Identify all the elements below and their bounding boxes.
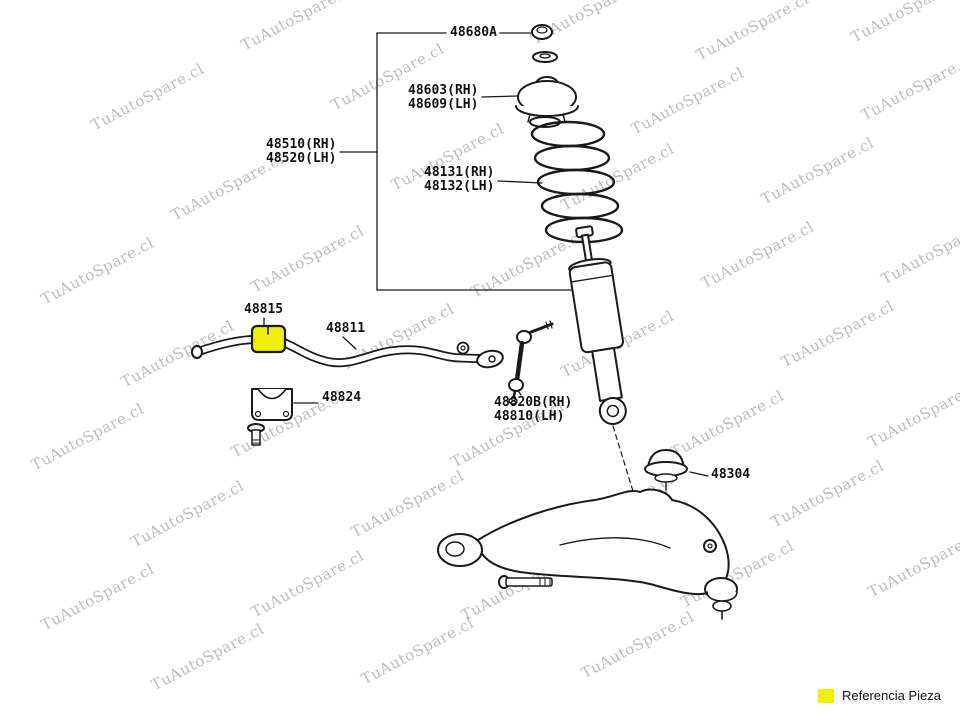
coil-spring <box>530 120 624 244</box>
part-label-48609: 48609(LH) <box>408 97 479 112</box>
legend-swatch <box>818 688 834 703</box>
legend: Referencia Pieza <box>818 688 941 703</box>
part-label-48510: 48510(RH) <box>266 137 337 152</box>
top-nut-washer <box>531 24 558 63</box>
part-label-48132: 48132(LH) <box>424 179 495 194</box>
part-label-48811: 48811 <box>326 321 366 336</box>
part-label-48131-48132: 48131(RH) 48132(LH) <box>424 166 494 194</box>
part-label-48815: 48815 <box>244 302 284 317</box>
part-label-48131: 48131(RH) <box>424 165 495 180</box>
part-label-48510-48520: 48510(RH) 48520(LH) <box>266 138 336 166</box>
part-label-48603-48609: 48603(RH) 48609(LH) <box>408 84 478 112</box>
strut-mount <box>515 76 579 128</box>
legend-label: Referencia Pieza <box>842 688 941 703</box>
part-label-48520: 48520(LH) <box>266 151 337 166</box>
stabilizer-link <box>508 320 554 405</box>
stabilizer-bushing-highlight <box>250 324 287 354</box>
lower-control-arm <box>437 488 738 620</box>
part-label-48603: 48603(RH) <box>408 83 479 98</box>
leader-lines <box>263 32 709 477</box>
part-label-48304: 48304 <box>711 467 751 482</box>
part-label-48680A: 48680A <box>450 25 497 40</box>
part-label-48820B: 48820B(RH) <box>494 395 573 410</box>
shock-absorber <box>568 225 627 425</box>
bump-stop <box>644 449 688 491</box>
stabilizer-bar <box>191 334 504 369</box>
part-label-48820B-48810: 48820B(RH) 48810(LH) <box>494 396 572 424</box>
part-label-48810: 48810(LH) <box>494 409 565 424</box>
part-label-48824: 48824 <box>322 390 362 405</box>
legend-swatch-icon <box>818 688 834 703</box>
stabilizer-bracket <box>247 388 293 446</box>
